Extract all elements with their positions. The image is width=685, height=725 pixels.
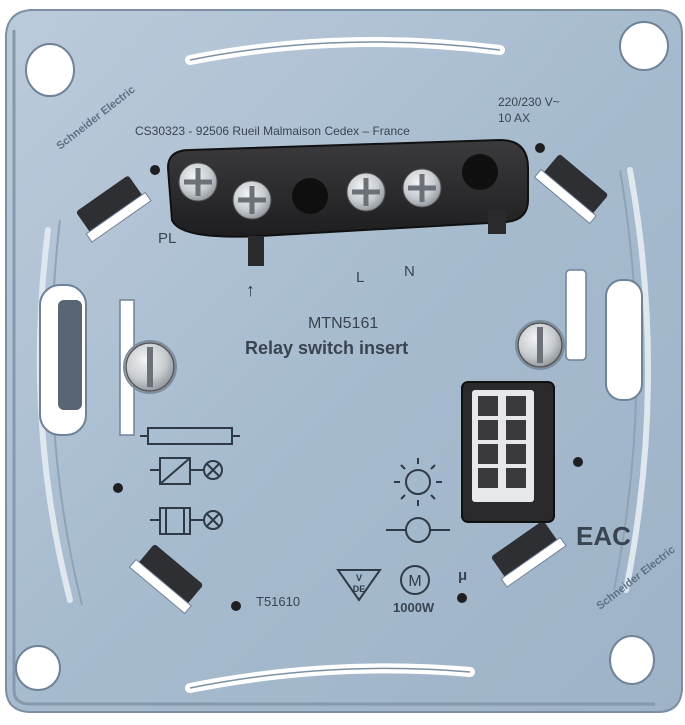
address-text: CS30323 - 92506 Rueil Malmaison Cedex – … [135, 124, 410, 138]
code-text: T51610 [256, 594, 300, 609]
fan-icon [386, 517, 450, 543]
product-name: Relay switch insert [245, 338, 408, 358]
current-text: 10 AX [498, 111, 530, 125]
corner-mounting-holes [15, 21, 669, 691]
motor-symbol-text: M [408, 573, 421, 590]
terminal-l-label: L [356, 269, 364, 286]
terminal-n-label: N [404, 263, 415, 280]
pin-holes [113, 143, 583, 611]
model-number: MTN5161 [308, 315, 378, 332]
connector-socket [461, 381, 555, 523]
eac-mark: EAC [576, 521, 631, 551]
arrow-terminal-label: ↑ [246, 280, 255, 300]
load-symbols [140, 427, 240, 535]
motor-icon: M [400, 565, 430, 595]
lamp-icon [394, 458, 442, 506]
terminal-pl-label: PL [158, 230, 176, 247]
vde-bottom-text: DE [353, 584, 366, 594]
power-rating: 1000W [393, 600, 435, 615]
vde-top-text: V [356, 573, 362, 583]
claw-clips [76, 154, 608, 615]
terminal-screws [178, 154, 498, 220]
mounting-slots [36, 37, 652, 693]
voltage-text: 220/230 V~ [498, 95, 560, 109]
vde-mark: V DE [336, 569, 382, 602]
fixing-screws [123, 320, 565, 394]
micro-gap-symbol: μ [458, 567, 467, 584]
